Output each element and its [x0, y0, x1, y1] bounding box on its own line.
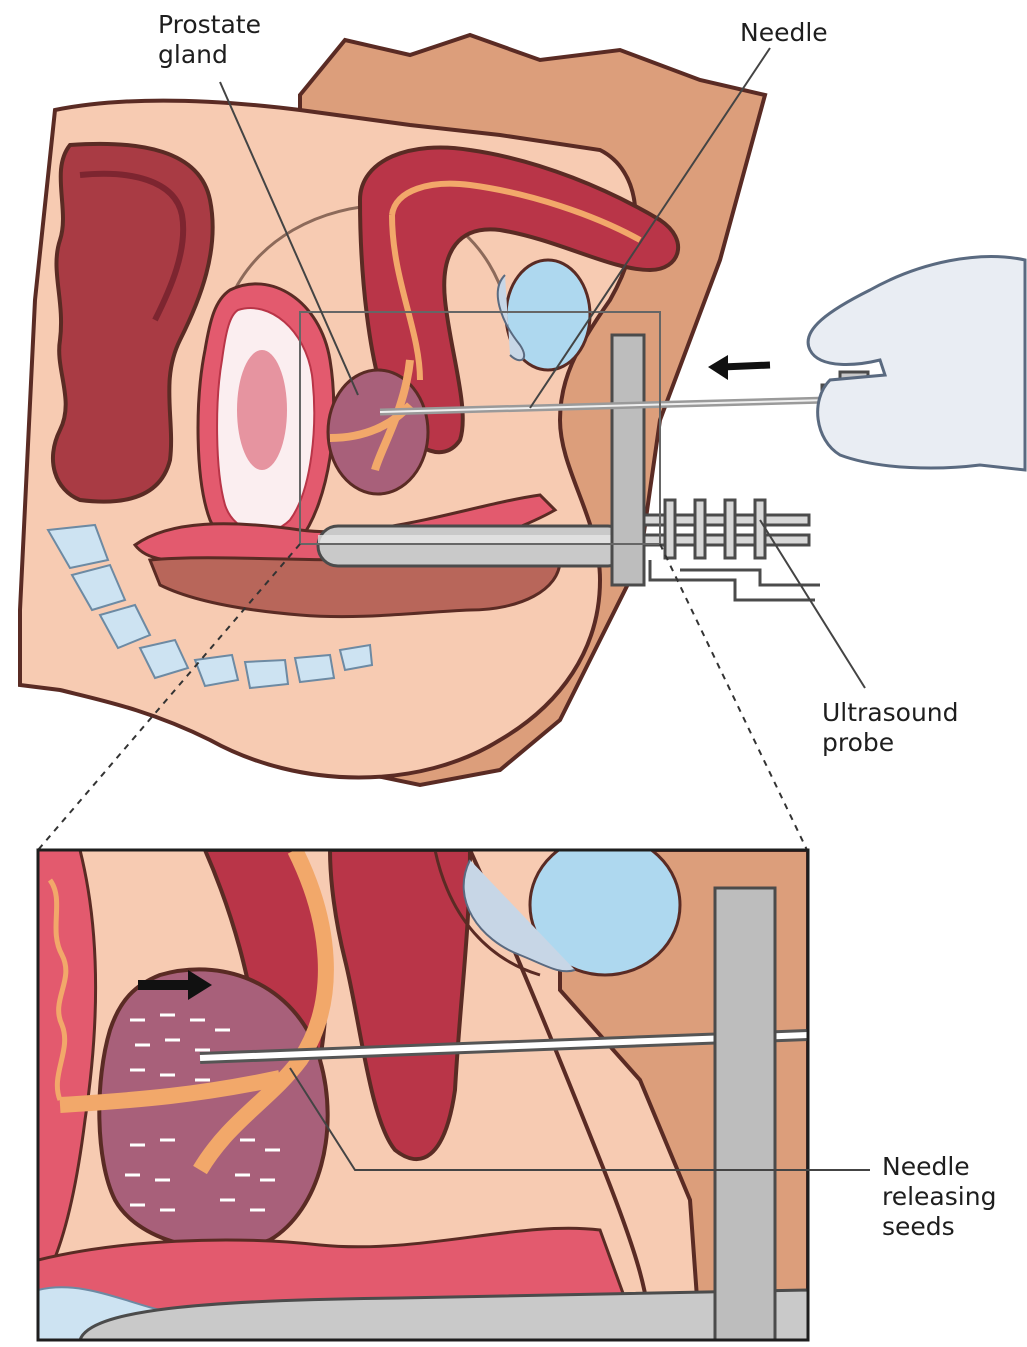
label-ultrasound-probe: Ultrasound probe	[822, 698, 959, 758]
label-releasing-line3: seeds	[882, 1212, 996, 1242]
top-anatomy-section	[20, 35, 1025, 785]
stepper	[644, 500, 820, 600]
label-releasing-line1: Needle	[882, 1152, 996, 1182]
label-releasing-line2: releasing	[882, 1182, 996, 1212]
arrow-left-icon	[708, 355, 770, 380]
prostate-gland-zoomed	[99, 969, 327, 1248]
gloved-hand	[808, 257, 1025, 470]
label-prostate-line2: gland	[158, 40, 261, 70]
grid-template	[612, 335, 644, 585]
ultrasound-probe-shaft	[318, 526, 628, 566]
label-needle-releasing-seeds: Needle releasing seeds	[882, 1152, 996, 1242]
label-prostate-line1: Prostate	[158, 10, 261, 40]
zoomed-inset	[38, 835, 808, 1340]
label-ultrasound-line2: probe	[822, 728, 959, 758]
label-needle-text: Needle	[740, 18, 828, 48]
label-prostate-gland: Prostate gland	[158, 10, 261, 70]
leader-ultrasound	[760, 520, 865, 688]
label-needle: Needle	[740, 18, 828, 48]
label-ultrasound-line1: Ultrasound	[822, 698, 959, 728]
